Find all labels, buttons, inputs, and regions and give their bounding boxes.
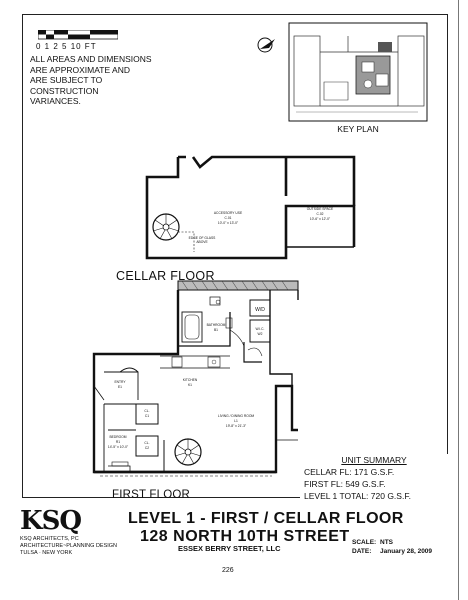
room-closet2-code: C2 xyxy=(145,446,149,450)
firm-locations: TULSA · NEW YORK xyxy=(20,550,73,556)
north-arrow-icon xyxy=(257,37,275,53)
room-bedroom-code: R1 xyxy=(116,440,120,444)
cellar-room-outside-code: C.02 xyxy=(317,212,324,216)
drawing-address: 128 NORTH 10TH STREET xyxy=(140,528,350,545)
room-closet1-code: C1 xyxy=(145,414,149,418)
first-floor-label: FIRST FLOOR xyxy=(112,489,191,501)
scale-value: NTS xyxy=(380,539,393,546)
room-bedroom-name: BEDROOM xyxy=(109,435,126,439)
room-closet1-name: CL. xyxy=(144,409,149,413)
room-kitchen-code: K1 xyxy=(188,383,192,387)
date-label: DATE: xyxy=(352,548,372,555)
room-bathroom-code: B1 xyxy=(214,328,218,332)
unit-summary-title: UNIT SUMMARY xyxy=(341,455,407,465)
cellar-room-outside-name: OUTSIDE SPACE xyxy=(307,207,334,211)
scale-labels: 0 1 2 5 10 FT xyxy=(36,42,97,51)
room-kitchen-name: KITCHEN xyxy=(183,378,198,382)
drawing-owner: ESSEX BERRY STREET, LLC xyxy=(178,544,281,553)
general-notes: ALL AREAS AND DIMENSIONS ARE APPROXIMATE… xyxy=(30,54,152,106)
date-value: January 28, 2009 xyxy=(380,548,433,555)
key-plan-drawing xyxy=(288,22,428,122)
first-floor-plan xyxy=(92,280,299,477)
unit-summary: UNIT SUMMARY CELLAR FL: 171 G.S.F. FIRST… xyxy=(300,454,448,502)
scale-label: SCALE: xyxy=(352,539,377,546)
unit-summary-row: FIRST FL: 549 G.S.F. xyxy=(304,479,386,489)
firm-logo-mark: KSQ xyxy=(20,506,82,536)
page-edge xyxy=(458,0,459,600)
page-number: 226 xyxy=(222,567,234,574)
firm-logo: KSQ KSQ ARCHITECTS, PC ARCHITECTURE~PLAN… xyxy=(20,506,117,557)
firm-discipline: ARCHITECTURE~PLANNING DESIGN xyxy=(20,543,118,549)
room-entry-name: ENTRY xyxy=(114,380,126,384)
room-bedroom-size: 14'-5" x 10'-0" xyxy=(108,445,129,449)
unit-summary-row: LEVEL 1 TOTAL: 720 G.S.F. xyxy=(304,491,411,501)
scale-bar xyxy=(38,30,118,40)
room-wic-name: W.I.C. xyxy=(256,327,265,331)
unit-summary-row: CELLAR FL: 171 G.S.F. xyxy=(304,467,395,477)
room-living-name: LIVING / DINING ROOM xyxy=(218,414,255,418)
cellar-room-accessory-code: C.01 xyxy=(225,216,232,220)
room-living-size: 19'-8" x 21'-3" xyxy=(226,424,247,428)
cellar-room-outside-size: 10'-6" x 12'-0" xyxy=(310,217,331,221)
cellar-room-accessory-name: ACCESSORY USE xyxy=(214,211,243,215)
drawing-title: LEVEL 1 - FIRST / CELLAR FLOOR xyxy=(128,510,404,527)
scale-date-block: SCALE:NTS DATE: January 28, 2009 xyxy=(352,538,432,556)
drawing-sheet-border xyxy=(22,14,448,498)
cellar-floor-label: CELLAR FLOOR xyxy=(116,269,215,283)
cellar-glass-note-1: EDGE OF GLASS xyxy=(189,236,217,240)
cellar-room-accessory-size: 10'-0" x 13'-0" xyxy=(218,221,239,225)
room-living-code: L1 xyxy=(234,419,238,423)
cellar-plan xyxy=(145,155,356,260)
room-bathroom-name: BATHROOM xyxy=(207,323,226,327)
room-wic-code: W2 xyxy=(258,332,263,336)
cellar-glass-note-2: ABOVE xyxy=(196,240,208,244)
room-closet2-name: CL. xyxy=(144,441,149,445)
firm-name: KSQ ARCHITECTS, PC xyxy=(20,536,79,542)
room-entry-code: E1 xyxy=(118,385,122,389)
room-wd-name: W/D xyxy=(255,307,265,313)
key-plan-title: KEY PLAN xyxy=(337,124,379,134)
